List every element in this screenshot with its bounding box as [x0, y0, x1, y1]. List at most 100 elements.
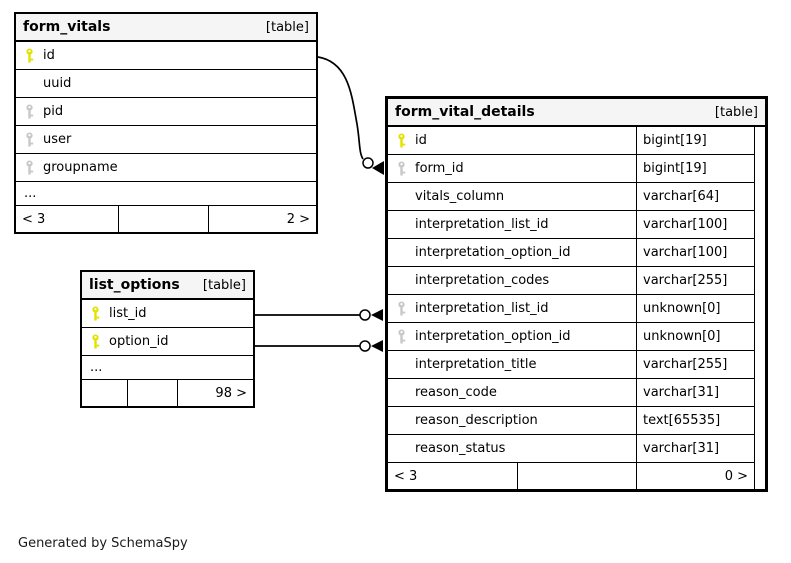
column-name-cell: interpretation_codes [388, 267, 636, 294]
column-name: uuid [43, 76, 72, 91]
cardinality-circle [362, 157, 374, 169]
column-row-reason_description: reason_description text[65535] [388, 407, 754, 435]
column-row-uuid: uuid [16, 70, 316, 98]
column-name: form_id [415, 161, 464, 176]
column-name: reason_code [415, 385, 497, 400]
column-name-cell: reason_description [388, 407, 636, 434]
column-name: id [415, 133, 427, 148]
column-name: list_id [109, 306, 147, 321]
footer-count-center [128, 380, 178, 406]
table-type-badge: [table] [714, 104, 758, 120]
table-header[interactable]: form_vitals [table] [16, 14, 316, 42]
table-header[interactable]: form_vital_details [table] [388, 99, 765, 127]
column-row-interpretation_list_id: interpretation_list_id unknown[0] [388, 295, 754, 323]
column-row-vitals_column: vitals_column varchar[64] [388, 183, 754, 211]
table-footer: 98 > [82, 380, 253, 406]
table-header[interactable]: list_options[table] [82, 272, 253, 300]
footer-count-right: 2 > [286, 211, 310, 227]
primary-key-icon [396, 133, 415, 149]
column-row-interpretation_title: interpretation_title varchar[255] [388, 351, 754, 379]
column-type: varchar[31] [636, 379, 753, 406]
foreign-key-icon [396, 329, 415, 345]
cardinality-circle [359, 309, 371, 321]
footer-count-right: 98 > [215, 385, 247, 401]
column-name-cell: uuid [16, 70, 316, 97]
footer-count-left: < 3 [16, 206, 119, 232]
table-footer: < 3 0 > [388, 463, 754, 489]
column-name: interpretation_list_id [415, 301, 549, 316]
column-type: bigint[19] [636, 155, 753, 182]
foreign-key-icon [24, 132, 43, 148]
footer-count-left: < 3 [388, 463, 518, 489]
column-name-cell: vitals_column [388, 183, 636, 210]
column-name: id [43, 48, 55, 63]
column-row-pid: pid [16, 98, 316, 126]
column-type: varchar[100] [636, 211, 753, 238]
column-type: varchar[255] [636, 267, 753, 294]
arrowhead [371, 340, 383, 352]
column-row-id: id bigint[19] [388, 127, 754, 155]
foreign-key-icon [396, 161, 415, 177]
column-name: interpretation_list_id [415, 217, 549, 232]
column-name-cell: option_id [82, 328, 253, 355]
hidden-columns-row: ... [16, 182, 316, 206]
foreign-key-icon [24, 160, 43, 176]
column-name: interpretation_codes [415, 273, 550, 288]
table-list-options[interactable]: list_options[table] list_id option_id... 98… [80, 270, 255, 408]
hidden-columns-row: ... [82, 356, 253, 380]
column-type: varchar[31] [636, 435, 753, 462]
primary-key-icon [90, 306, 109, 322]
table-title[interactable]: form_vital_details [395, 104, 535, 120]
column-row-interpretation_codes: interpretation_codes varchar[255] [388, 267, 754, 295]
column-row-user: user [16, 126, 316, 154]
column-name: interpretation_option_id [415, 329, 571, 344]
table-title[interactable]: list_options [89, 277, 180, 293]
column-name: option_id [109, 334, 169, 349]
foreign-key-icon [396, 301, 415, 317]
column-type: bigint[19] [636, 127, 753, 154]
table-title[interactable]: form_vitals [23, 19, 111, 35]
column-row-reason_code: reason_code varchar[31] [388, 379, 754, 407]
column-row-groupname: groupname [16, 154, 316, 182]
footer-count-right: 0 > [724, 468, 748, 484]
column-type: unknown[0] [636, 323, 753, 350]
column-type: unknown[0] [636, 295, 753, 322]
primary-key-icon [90, 334, 109, 350]
column-name-cell: reason_status [388, 435, 636, 462]
column-type: varchar[100] [636, 239, 753, 266]
column-type: varchar[255] [636, 351, 753, 378]
arrowhead [372, 161, 384, 175]
column-name-cell: interpretation_option_id [388, 239, 636, 266]
column-name: user [43, 132, 72, 147]
table-spacer-column [754, 127, 765, 489]
column-row-interpretation_option_id: interpretation_option_id unknown[0] [388, 323, 754, 351]
column-type: text[65535] [636, 407, 753, 434]
foreign-key-icon [24, 104, 43, 120]
ellipsis-label: ... [24, 186, 37, 201]
column-name: interpretation_title [415, 357, 537, 372]
primary-key-icon [24, 48, 43, 64]
column-name-cell: interpretation_title [388, 351, 636, 378]
column-name: vitals_column [415, 189, 505, 204]
ellipsis-label: ... [90, 360, 103, 375]
column-row-option_id: option_id [82, 328, 253, 356]
column-name-cell: id [16, 42, 316, 69]
column-row-form_id: form_id bigint[19] [388, 155, 754, 183]
table-form-vitals[interactable]: form_vitals [table] id uuid pid user groupname… [14, 12, 318, 234]
column-name: reason_description [415, 413, 538, 428]
column-name-cell: interpretation_list_id [388, 211, 636, 238]
column-name: reason_status [415, 441, 506, 456]
column-name: pid [43, 104, 64, 119]
column-name-cell: pid [16, 98, 316, 125]
relation-form-vitals-to-form-vital-details [317, 56, 364, 160]
table-type-badge: [table] [265, 19, 309, 35]
column-name-cell: user [16, 126, 316, 153]
cardinality-circle [359, 340, 371, 352]
column-name-cell: interpretation_list_id [388, 295, 636, 322]
column-type: varchar[64] [636, 183, 753, 210]
column-name-cell: reason_code [388, 379, 636, 406]
